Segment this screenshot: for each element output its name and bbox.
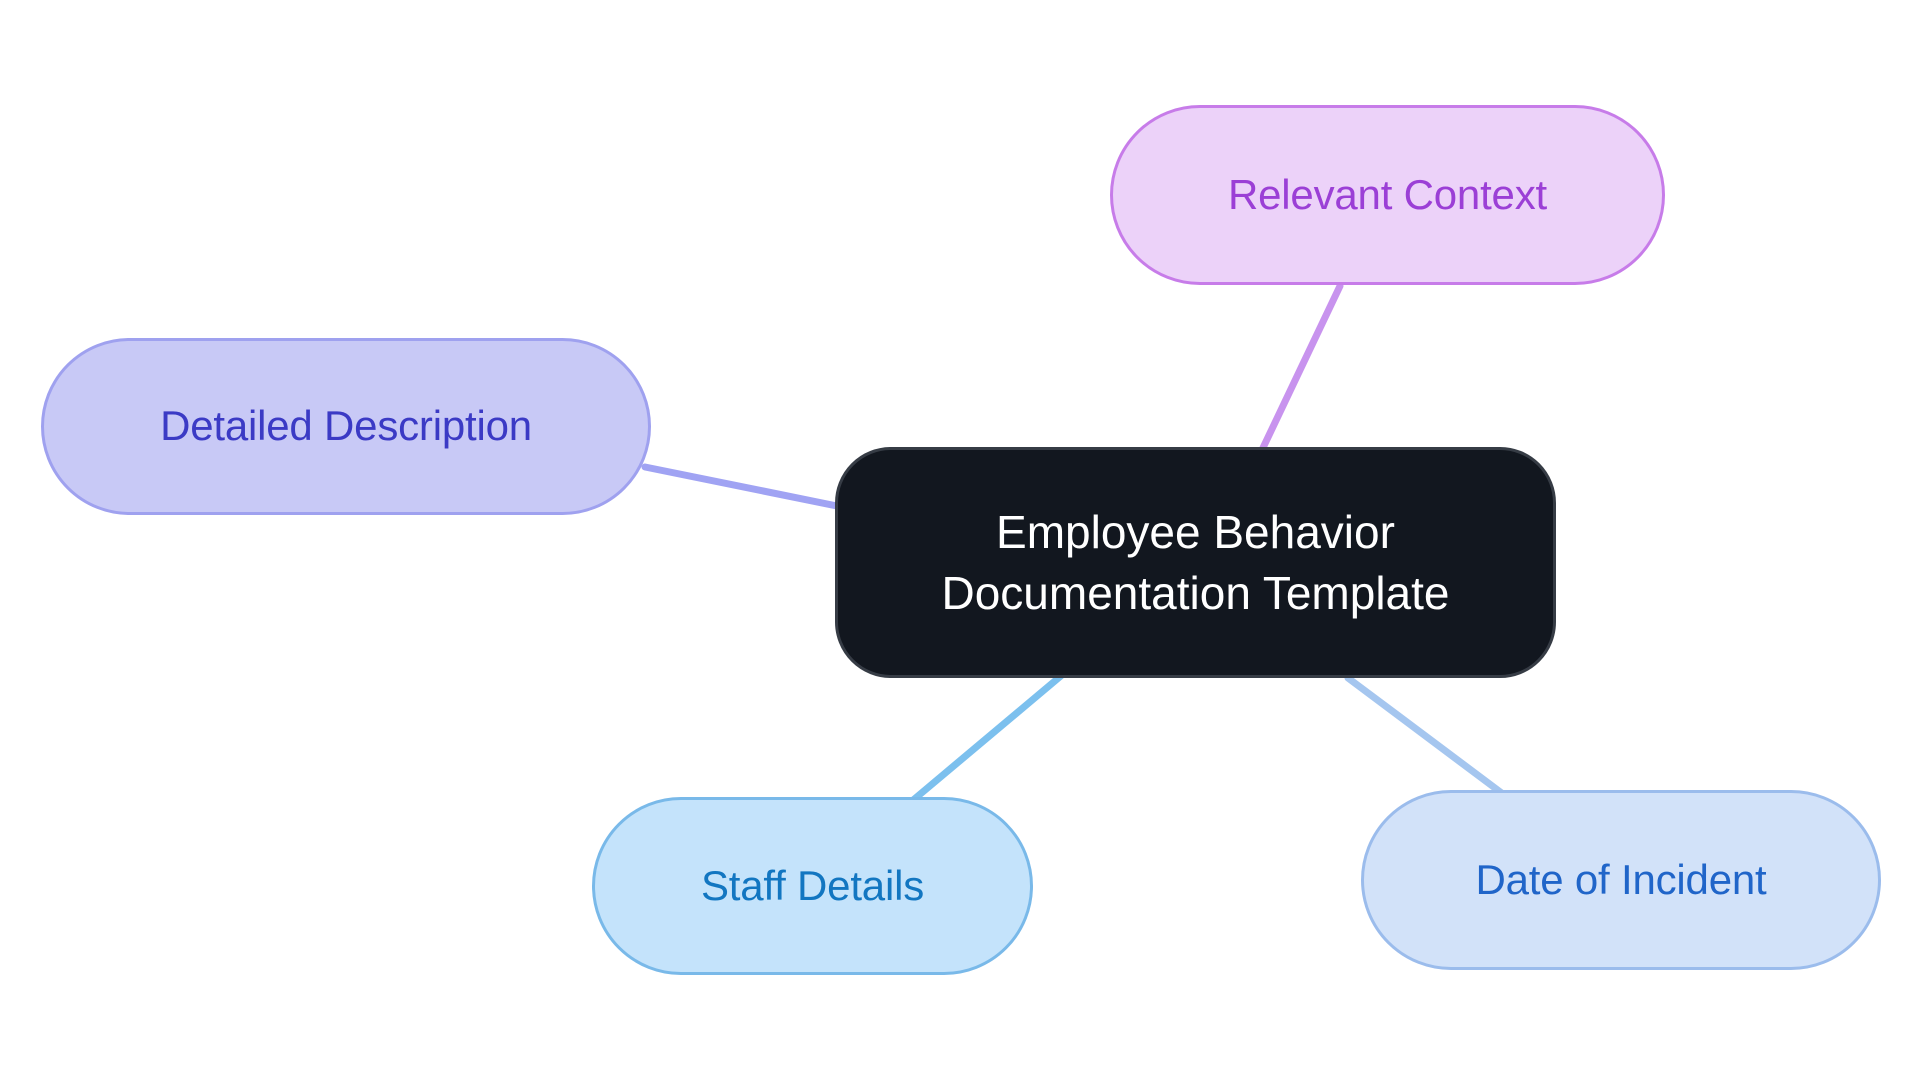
node-employee-behavior-documentation-template[interactable]: Employee Behavior Documentation Template <box>835 447 1556 678</box>
node-label-detailed-description: Detailed Description <box>160 402 532 450</box>
node-date-of-incident[interactable]: Date of Incident <box>1361 790 1881 970</box>
edge-staff-details <box>908 671 1066 805</box>
node-detailed-description[interactable]: Detailed Description <box>41 338 651 515</box>
edge-detailed-description <box>641 463 846 511</box>
node-staff-details[interactable]: Staff Details <box>592 797 1033 975</box>
node-label-center: Employee Behavior Documentation Template <box>941 505 1450 619</box>
edge-relevant-context <box>1257 282 1344 456</box>
node-relevant-context[interactable]: Relevant Context <box>1110 105 1665 285</box>
node-label-date-of-incident: Date of Incident <box>1475 855 1767 903</box>
edge-date-of-incident <box>1344 674 1507 798</box>
node-label-relevant-context: Relevant Context <box>1228 170 1547 218</box>
node-label-staff-details: Staff Details <box>700 861 925 909</box>
